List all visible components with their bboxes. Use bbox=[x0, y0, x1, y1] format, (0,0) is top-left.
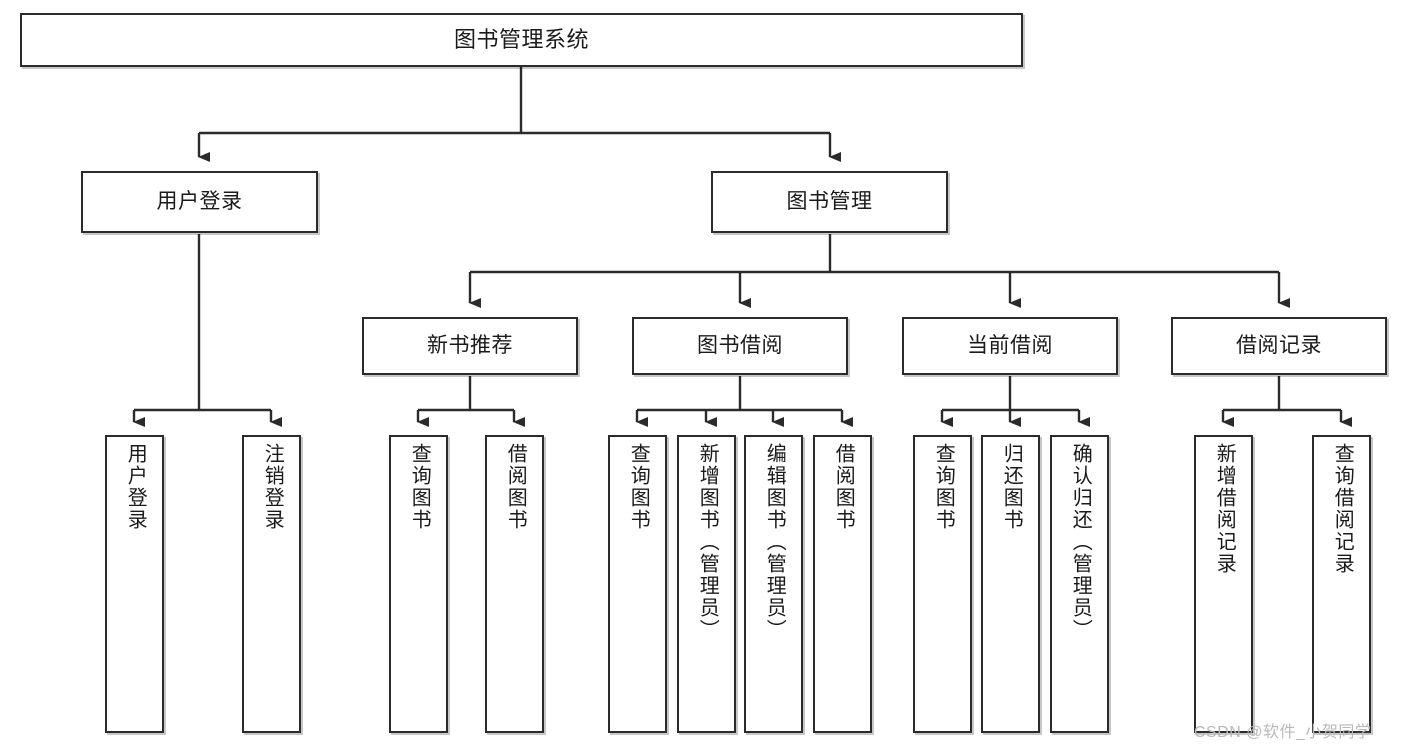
leaf-book-borrow-edit[interactable]: 编辑图书（管理员） bbox=[744, 435, 803, 733]
node-new-book-recommend[interactable]: 新书推荐 bbox=[362, 317, 578, 375]
node-book-management-label: 图书管理 bbox=[786, 190, 873, 214]
leaf-book-borrow-query-label: 查询图书 bbox=[627, 443, 650, 531]
node-borrow-record-label: 借阅记录 bbox=[1236, 334, 1322, 358]
leaf-borrow-record-add[interactable]: 新增借阅记录 bbox=[1194, 435, 1253, 733]
node-current-borrow[interactable]: 当前借阅 bbox=[902, 317, 1118, 375]
leaf-user-login-logout[interactable]: 注销登录 bbox=[242, 435, 301, 733]
leaf-new-book-borrow[interactable]: 借阅图书 bbox=[485, 435, 544, 733]
leaf-new-book-query[interactable]: 查询图书 bbox=[389, 435, 448, 733]
leaf-new-book-borrow-label: 借阅图书 bbox=[504, 443, 527, 531]
leaf-current-borrow-query-label: 查询图书 bbox=[932, 443, 955, 531]
leaf-user-login-login-label: 用户登录 bbox=[124, 443, 147, 531]
node-user-login-label: 用户登录 bbox=[156, 190, 243, 214]
leaf-current-borrow-return-label: 归还图书 bbox=[1000, 443, 1023, 531]
node-book-borrow-label: 图书借阅 bbox=[697, 334, 783, 358]
node-book-management[interactable]: 图书管理 bbox=[711, 171, 948, 233]
node-user-login[interactable]: 用户登录 bbox=[81, 171, 318, 233]
leaf-current-borrow-confirm-return-label: 确认归还（管理员） bbox=[1069, 443, 1092, 641]
node-book-borrow[interactable]: 图书借阅 bbox=[632, 317, 848, 375]
node-root-label: 图书管理系统 bbox=[453, 26, 589, 52]
leaf-user-login-login[interactable]: 用户登录 bbox=[105, 435, 164, 733]
leaf-borrow-record-query-label: 查询借阅记录 bbox=[1331, 443, 1354, 575]
leaf-book-borrow-add-label: 新增图书（管理员） bbox=[696, 443, 719, 641]
leaf-book-borrow-query[interactable]: 查询图书 bbox=[608, 435, 667, 733]
leaf-current-borrow-confirm-return[interactable]: 确认归还（管理员） bbox=[1050, 435, 1109, 733]
leaf-book-borrow-borrow[interactable]: 借阅图书 bbox=[813, 435, 872, 733]
leaf-book-borrow-borrow-label: 借阅图书 bbox=[832, 443, 855, 531]
watermark-text: CSDN @软件_小贺同学 bbox=[1194, 724, 1372, 741]
leaf-book-borrow-edit-label: 编辑图书（管理员） bbox=[763, 443, 786, 641]
leaf-book-borrow-add[interactable]: 新增图书（管理员） bbox=[677, 435, 736, 733]
leaf-current-borrow-return[interactable]: 归还图书 bbox=[981, 435, 1040, 733]
node-borrow-record[interactable]: 借阅记录 bbox=[1171, 317, 1387, 375]
leaf-borrow-record-add-label: 新增借阅记录 bbox=[1213, 443, 1236, 575]
leaf-user-login-logout-label: 注销登录 bbox=[261, 443, 284, 531]
leaf-borrow-record-query[interactable]: 查询借阅记录 bbox=[1312, 435, 1371, 733]
leaf-current-borrow-query[interactable]: 查询图书 bbox=[913, 435, 972, 733]
node-root[interactable]: 图书管理系统 bbox=[20, 13, 1023, 67]
leaf-new-book-query-label: 查询图书 bbox=[408, 443, 431, 531]
node-current-borrow-label: 当前借阅 bbox=[967, 334, 1053, 358]
node-new-book-recommend-label: 新书推荐 bbox=[427, 334, 513, 358]
